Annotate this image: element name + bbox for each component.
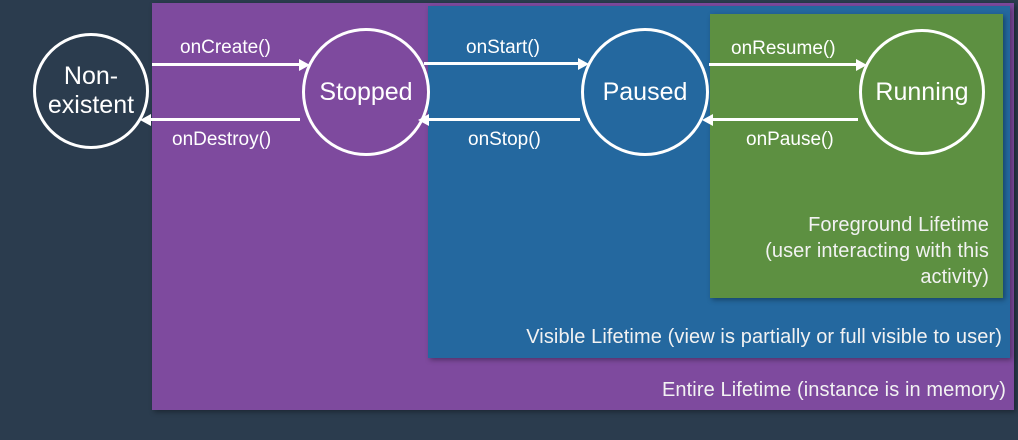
arrow-head-right-icon [299, 59, 310, 71]
arrow-shaft [150, 118, 300, 121]
arrow-head-left-icon [140, 114, 151, 126]
arrow-head-right-icon [578, 58, 589, 70]
arrow-shaft [152, 63, 300, 66]
arrow-label-onstart: onStart() [466, 37, 540, 58]
arrow-label-onresume: onResume() [731, 38, 836, 59]
region-visible-lifetime-caption: Visible Lifetime (view is partially or f… [526, 326, 1002, 348]
arrow-head-left-icon [418, 114, 429, 126]
state-node-nonexistent: Non- existent [33, 33, 149, 149]
state-node-running: Running [859, 29, 985, 155]
arrow-label-onstop: onStop() [468, 129, 541, 150]
arrow-shaft [709, 63, 857, 66]
region-entire-lifetime-caption: Entire Lifetime (instance is in memory) [661, 379, 1006, 401]
state-node-paused: Paused [581, 28, 709, 156]
arrow-label-onpause: onPause() [746, 129, 834, 150]
arrow-shaft [712, 118, 858, 121]
arrow-shaft [424, 62, 579, 65]
arrow-shaft [428, 118, 580, 121]
state-node-stopped: Stopped [302, 28, 430, 156]
arrow-head-right-icon [856, 59, 867, 71]
arrow-label-oncreate: onCreate() [180, 37, 271, 58]
arrow-head-left-icon [702, 114, 713, 126]
arrow-label-ondestroy: onDestroy() [172, 129, 272, 150]
region-foreground-lifetime-caption: Foreground Lifetime (user interacting wi… [765, 214, 989, 288]
